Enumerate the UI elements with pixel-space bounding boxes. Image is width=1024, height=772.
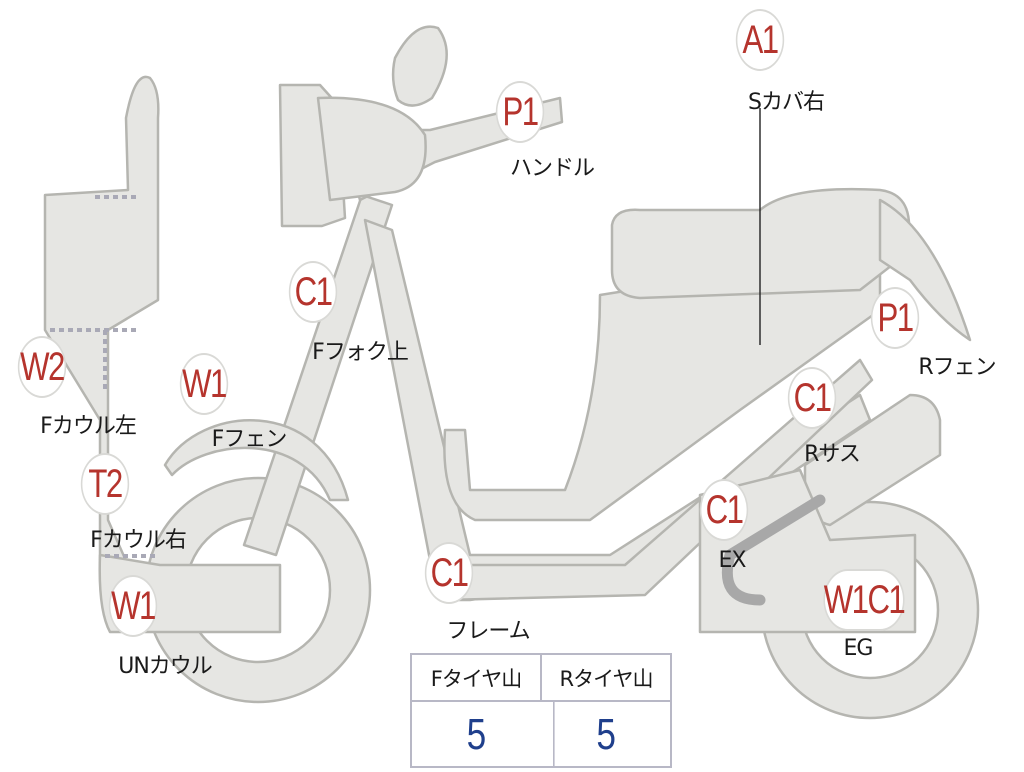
- exhaust-pipe: [721, 494, 826, 606]
- marker-t2-fcowl-right-label: Fカウル右: [90, 528, 187, 553]
- marker-a1-label: Sカバ右: [748, 90, 825, 115]
- marker-w1-undercowl-label: UNカウル: [118, 654, 213, 679]
- marker-c1-fork-label: Fフォク上: [312, 340, 409, 365]
- marker-c1-ex-code: C1: [701, 481, 747, 539]
- tire-table-value-row: 5 5: [412, 702, 670, 768]
- marker-a1-code: A1: [737, 11, 783, 69]
- front-fender: [163, 419, 350, 502]
- mirror: [391, 25, 448, 107]
- marker-c1-frame-label: フレーム: [446, 619, 530, 644]
- marker-w1-ffender-label: Fフェン: [211, 427, 288, 452]
- marker-p1-rfender-label: Rフェン: [918, 355, 996, 380]
- marker-c1-frame-code: C1: [426, 544, 472, 602]
- marker-c1-fork-code: C1: [290, 263, 336, 321]
- marker-w1-ffender-code: W1: [181, 355, 227, 413]
- marker-t2-fcowl-right-code: T2: [82, 455, 128, 513]
- marker-c1-rsus-code: C1: [789, 369, 835, 427]
- rear-tire-value: 5: [553, 702, 657, 768]
- marker-w1c1-eg-code: W1C1: [824, 571, 906, 629]
- rear-fender: [878, 198, 972, 342]
- marker-c1-rsus-label: Rサス: [804, 442, 861, 467]
- marker-c1-ex-label: EX: [718, 548, 747, 573]
- marker-w2-fcowl-left-label: Fカウル左: [40, 414, 137, 439]
- marker-p1-handle-code: P1: [497, 83, 543, 141]
- tire-depth-table: Fタイヤ山 Rタイヤ山 5 5: [410, 653, 672, 768]
- tire-table-header-row: Fタイヤ山 Rタイヤ山: [412, 655, 670, 702]
- marker-p1-handle-label: ハンドル: [509, 156, 595, 181]
- side-cover: [443, 248, 882, 522]
- marker-w2-fcowl-left-code: W2: [19, 338, 65, 396]
- front-tire-value: 5: [466, 710, 487, 759]
- marker-w1-undercowl-code: W1: [110, 577, 156, 635]
- marker-w1c1-eg-label: EG: [843, 636, 874, 661]
- rear-tire-header: Rタイヤ山: [540, 655, 670, 700]
- handle-housing: [316, 96, 427, 202]
- front-tire-header: Fタイヤ山: [430, 666, 522, 691]
- marker-p1-rfender-code: P1: [872, 289, 918, 347]
